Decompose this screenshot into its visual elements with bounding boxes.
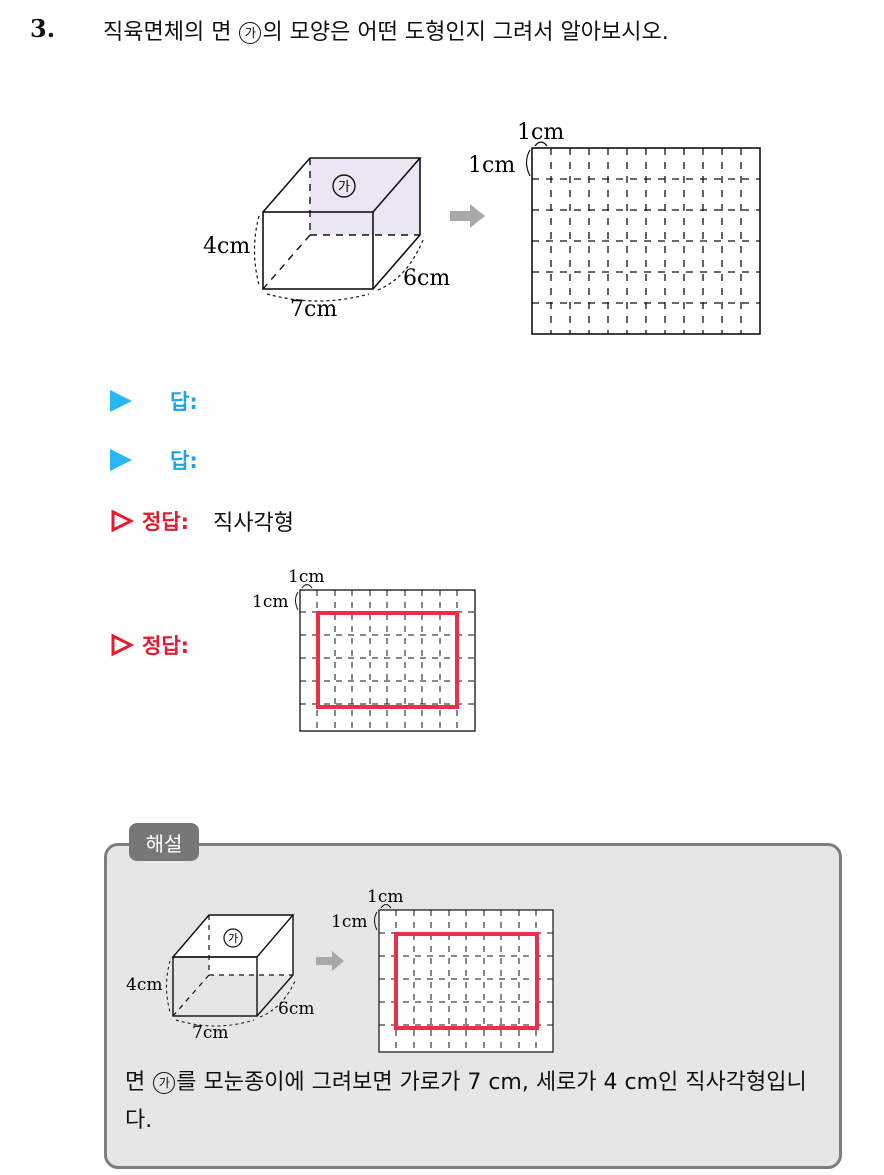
correct-label: 정답: xyxy=(142,510,190,534)
solution-tag: 해설 xyxy=(129,823,199,861)
face-label-circle-icon xyxy=(332,174,356,198)
depth-label: 6cm xyxy=(403,266,450,291)
solution-arrow-icon xyxy=(316,951,344,971)
correct-triangle-icon xyxy=(111,509,134,533)
cuboid-top xyxy=(262,157,422,213)
arrow-right-icon xyxy=(450,204,485,228)
answer-triangle-icon xyxy=(110,449,132,471)
face-label: 가 xyxy=(338,180,350,195)
solution-width-label: 7cm xyxy=(192,1023,228,1043)
cuboid-front xyxy=(262,211,374,290)
answer-row-2: 답: xyxy=(110,443,198,477)
answer-grid-figure: 1cm 1cm xyxy=(252,567,476,732)
correct-label: 정답: xyxy=(142,634,190,658)
correct-row-1: 정답: 직사각형 xyxy=(110,504,294,538)
circled-ga-icon: 가 xyxy=(239,22,262,44)
correct-triangle-icon xyxy=(111,633,134,657)
grid-unit-top: 1cm xyxy=(517,120,564,145)
answer-label: 답: xyxy=(170,449,198,473)
grid-lines xyxy=(532,148,760,334)
answer-rectangle xyxy=(316,611,459,709)
solution-face-circle-icon xyxy=(223,928,243,948)
question-text-after: 의 모양은 어떤 도형인지 그려서 알아보시오. xyxy=(262,20,669,45)
solution-height-label: 4cm xyxy=(126,975,162,995)
solution-grid-unit-top: 1cm xyxy=(367,887,403,907)
height-label: 4cm xyxy=(203,234,250,259)
answer-label: 답: xyxy=(170,390,198,414)
grid-unit-side: 1cm xyxy=(468,153,515,178)
solution-rectangle xyxy=(394,932,539,1030)
solution-face-label: 가 xyxy=(228,932,238,945)
answer-grid-unit-top: 1cm xyxy=(288,567,324,587)
correct-answer-text: 직사각형 xyxy=(213,511,295,536)
answer-row-1: 답: xyxy=(110,384,198,418)
solution-depth-label: 6cm xyxy=(278,999,314,1019)
main-figure: 가 4cm 7cm 6cm 1cm 1cm xyxy=(203,120,761,335)
solution-circled-ga-icon: 가 xyxy=(153,1072,176,1094)
question-text-before: 직육면체의 면 xyxy=(103,20,239,45)
solution-grid-unit-side: 1cm xyxy=(331,912,367,932)
question-number: 3. xyxy=(30,14,56,43)
width-label: 7cm xyxy=(290,297,337,322)
solution-figure: 가 4cm 7cm 6cm 1cm 1cm xyxy=(126,887,554,1053)
solution-text-before: 면 xyxy=(125,1070,153,1095)
face-ga-shade xyxy=(310,158,420,235)
solution-text-after: 를 모눈종이에 그려보면 가로가 7 cm, 세로가 4 cm인 직사각형입니다… xyxy=(125,1070,807,1133)
answer-triangle-icon xyxy=(110,390,132,412)
answer-grid-unit-side: 1cm xyxy=(252,592,288,612)
correct-row-2: 정답: xyxy=(110,628,189,662)
